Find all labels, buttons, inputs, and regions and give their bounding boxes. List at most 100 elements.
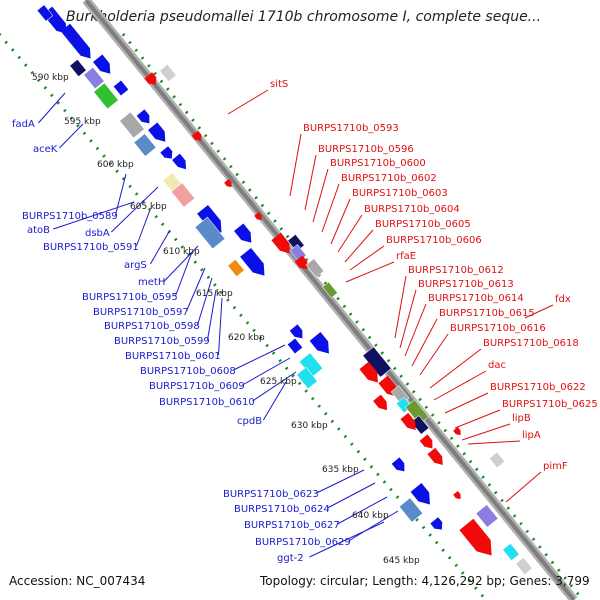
gene-block xyxy=(400,412,416,430)
forward-gene-label: aceK xyxy=(33,144,58,155)
leader-line xyxy=(164,245,199,282)
leader-line xyxy=(38,92,66,124)
gene-box xyxy=(410,415,430,435)
reverse-gene-label: BURPS1710b_0604 xyxy=(364,204,460,215)
gene-box xyxy=(488,451,506,469)
gene-block xyxy=(398,497,424,523)
gene-block xyxy=(296,366,318,390)
gene-arrow xyxy=(136,109,150,124)
forward-gene-label: ggt-2 xyxy=(277,553,304,564)
map-title: Burkholderia pseudomallei 1710b chromoso… xyxy=(66,9,542,25)
gene-arrow xyxy=(430,517,443,530)
leader-line xyxy=(349,245,385,271)
forward-gene-label: BURPS1710b_0595 xyxy=(82,292,178,303)
gene-block xyxy=(322,281,338,299)
gene-box xyxy=(305,258,325,278)
reverse-gene-label: pimF xyxy=(543,461,568,472)
kbp-tick-label: 625 kbp xyxy=(260,377,297,387)
leader-line xyxy=(309,521,385,558)
forward-gene-label: fadA xyxy=(12,119,35,130)
forward-gene-label: argS xyxy=(124,260,147,271)
gene-box xyxy=(322,281,338,299)
gene-block xyxy=(112,79,130,97)
leader-line xyxy=(304,154,317,211)
gene-arrow xyxy=(234,223,252,243)
reverse-gene-label: BURPS1710b_0618 xyxy=(483,338,579,349)
gene-block xyxy=(60,23,91,59)
leader-line xyxy=(411,318,438,367)
kbp-tick-label: 600 kbp xyxy=(97,160,134,170)
leader-line xyxy=(399,289,417,349)
leader-line xyxy=(252,371,297,402)
reverse-gene-labels: sitSBURPS1710b_0593BURPS1710b_0596BURPS1… xyxy=(270,79,598,472)
gene-box xyxy=(170,182,196,208)
gene-block xyxy=(234,223,252,243)
reverse-gene-label: BURPS1710b_0606 xyxy=(386,235,482,246)
gene-block xyxy=(36,4,54,22)
gene-block xyxy=(144,72,157,85)
gene-arrow xyxy=(391,457,405,472)
gene-arrow xyxy=(427,447,443,465)
reverse-gene-label: BURPS1710b_0593 xyxy=(303,123,399,134)
gene-arrow xyxy=(93,54,111,74)
gene-box xyxy=(119,111,145,139)
leader-line xyxy=(218,297,223,356)
leader-line xyxy=(419,333,449,376)
gene-arrow xyxy=(144,72,157,85)
kbp-tick-label: 590 kbp xyxy=(32,73,69,83)
forward-gene-label: BURPS1710b_0597 xyxy=(93,307,189,318)
leader-line xyxy=(53,201,135,230)
gene-box xyxy=(515,557,533,575)
gene-box xyxy=(36,4,54,22)
gene-block xyxy=(459,518,492,556)
forward-gene-label: BURPS1710b_0610 xyxy=(159,397,255,408)
gene-block xyxy=(419,434,433,449)
reverse-gene-label: BURPS1710b_0600 xyxy=(330,158,426,169)
forward-gene-label: dsbA xyxy=(85,228,110,239)
reverse-gene-label: sitS xyxy=(270,79,288,90)
leader-line xyxy=(175,251,193,297)
gene-block xyxy=(289,324,303,339)
gene-block xyxy=(488,451,506,469)
forward-gene-label: BURPS1710b_0601 xyxy=(125,351,221,362)
gene-arrow xyxy=(191,130,202,141)
kbp-tick-label: 630 kbp xyxy=(291,421,328,431)
gene-block xyxy=(93,54,111,74)
reverse-gene-label: rfaE xyxy=(396,251,416,262)
reverse-gene-label: BURPS1710b_0625 xyxy=(502,399,598,410)
forward-gene-label: metH xyxy=(138,277,165,288)
gene-block xyxy=(305,258,325,278)
forward-gene-label: BURPS1710b_0598 xyxy=(104,321,200,332)
gene-arrow xyxy=(271,232,290,254)
forward-gene-label: BURPS1710b_0591 xyxy=(43,242,139,253)
gene-block xyxy=(227,259,245,277)
forward-gene-label: BURPS1710b_0589 xyxy=(22,211,118,222)
gene-arrow xyxy=(172,153,187,170)
forward-gene-label: BURPS1710b_0623 xyxy=(223,489,319,500)
gene-block xyxy=(160,146,173,159)
label-leader-lines xyxy=(38,89,554,558)
reverse-gene-label: fdx xyxy=(555,294,571,305)
reverse-gene-label: lipB xyxy=(512,413,531,424)
reverse-gene-label: BURPS1710b_0615 xyxy=(439,308,535,319)
leader-line xyxy=(344,229,374,263)
gene-arrow xyxy=(419,434,433,449)
backbone-line-core xyxy=(84,0,576,600)
gene-box xyxy=(93,82,119,110)
gene-arrow xyxy=(359,361,378,383)
gene-block xyxy=(286,337,304,355)
leader-line xyxy=(115,173,127,216)
gene-box xyxy=(286,337,304,355)
reverse-gene-label: dac xyxy=(488,360,506,371)
leader-line xyxy=(227,89,269,115)
gene-arrow xyxy=(160,146,173,159)
leader-line xyxy=(429,348,482,389)
gene-block xyxy=(271,232,290,254)
leader-line xyxy=(111,186,159,233)
gene-block xyxy=(191,130,202,141)
reverse-gene-label: BURPS1710b_0605 xyxy=(375,219,471,230)
leader-line xyxy=(433,370,487,401)
gene-arrow xyxy=(453,427,461,436)
leader-line xyxy=(312,168,329,223)
